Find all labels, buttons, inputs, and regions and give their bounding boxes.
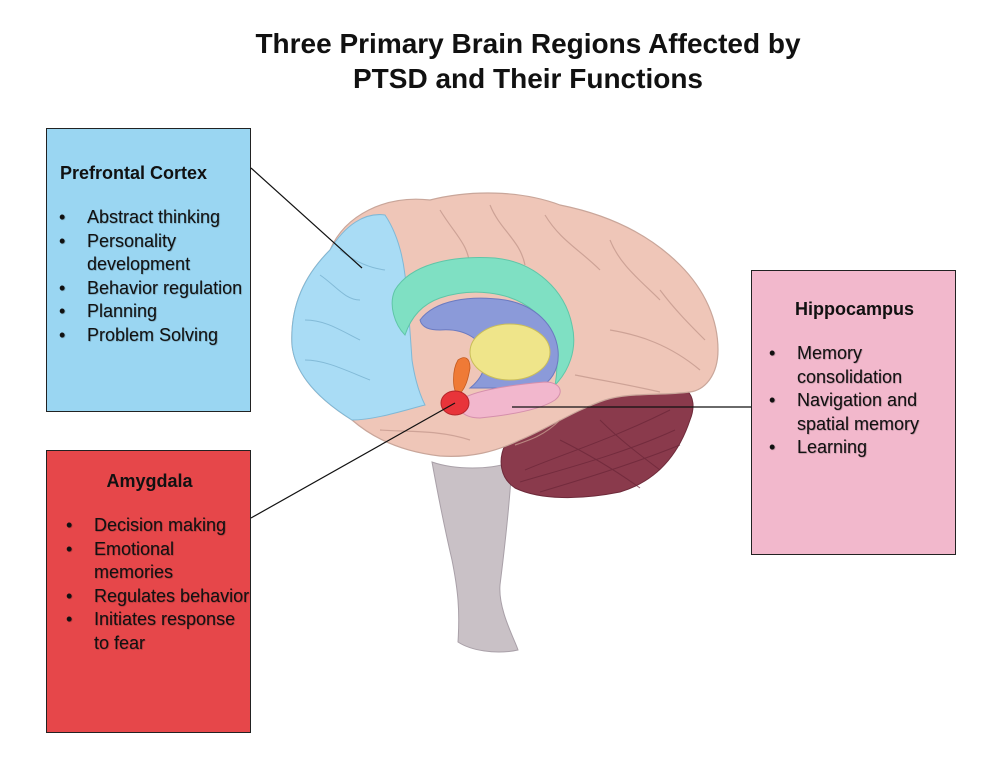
thalamus	[469, 323, 551, 381]
diagram-title: Three Primary Brain Regions Affected by …	[200, 26, 856, 96]
list-item: Personality development	[59, 230, 249, 277]
list-item: Navigation and spatial memory	[769, 389, 955, 436]
prefrontal-region	[291, 214, 426, 421]
amygdala-box: Amygdala Decision making Emotional memor…	[46, 450, 251, 733]
list-item: Regulates behavior	[66, 585, 250, 609]
amygdala-list: Decision making Emotional memories Regul…	[66, 514, 250, 655]
prefrontal-folds	[304, 249, 386, 381]
title-line-2: PTSD and Their Functions	[352, 63, 703, 94]
hippocampus	[458, 381, 561, 419]
list-item: Decision making	[66, 514, 250, 538]
list-item: Behavior regulation	[59, 277, 249, 301]
list-item: Memory consolidation	[769, 342, 955, 389]
brainstem	[431, 461, 519, 653]
prefrontal-cortex-title: Prefrontal Cortex	[60, 163, 208, 183]
list-item: Emotional memories	[66, 538, 250, 585]
cerebellum-folds	[519, 409, 681, 493]
prefrontal-cortex-list: Abstract thinking Personality developmen…	[59, 206, 249, 347]
list-item: Planning	[59, 300, 249, 324]
list-item: Abstract thinking	[59, 206, 249, 230]
hippocampus-title: Hippocampus	[794, 299, 914, 319]
list-item: Initiates response to fear	[66, 608, 250, 655]
prefrontal-cortex-box: Prefrontal Cortex Abstract thinking Pers…	[46, 128, 251, 412]
amygdala-connector	[250, 402, 456, 519]
hippocampus-list: Memory consolidation Navigation and spat…	[769, 342, 955, 460]
title-line-1: Three Primary Brain Regions Affected by	[255, 28, 801, 59]
prefrontal-connector	[250, 167, 363, 269]
list-item: Problem Solving	[59, 324, 249, 348]
hippocampus-box: Hippocampus Memory consolidation Navigat…	[751, 270, 956, 555]
list-item: Learning	[769, 436, 955, 460]
amygdala-title: Amygdala	[106, 471, 193, 491]
orange-region	[453, 357, 471, 396]
